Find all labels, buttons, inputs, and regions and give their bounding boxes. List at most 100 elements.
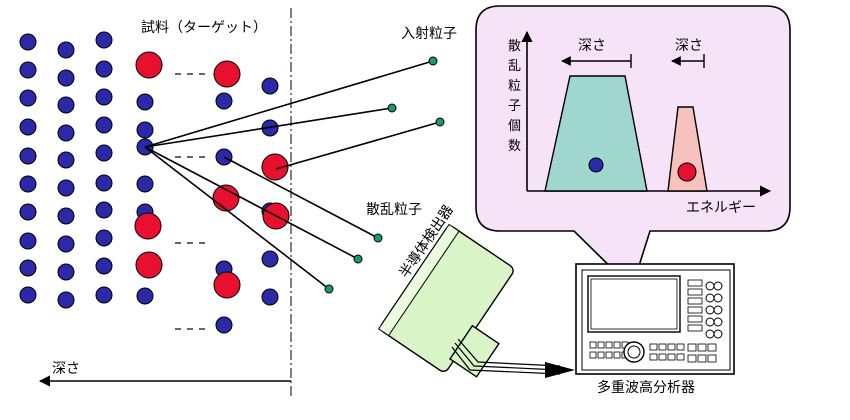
peak-red-atom [677, 162, 697, 182]
peak-blue-element [544, 75, 648, 192]
blue-atom [57, 291, 75, 309]
lattice-ellipsis [175, 73, 205, 330]
blue-atom [19, 61, 37, 79]
analyzer-knob [705, 281, 715, 291]
red-atom [261, 153, 289, 181]
analyzer-button [687, 315, 703, 323]
energy-label: エネルギー [686, 200, 756, 216]
analyzer-button [707, 343, 717, 352]
analyzer-button [605, 351, 613, 359]
analyzer-button [597, 341, 605, 349]
analyzer-button [687, 354, 697, 363]
ylabel-char: 散 [508, 39, 521, 54]
analyzer-knob [713, 305, 723, 315]
depth-label-a: 深さ [578, 38, 606, 54]
red-atom [134, 212, 162, 240]
analyzer-knobs [589, 279, 723, 363]
multichannel-analyzer [575, 263, 735, 375]
analyzer-button [687, 343, 697, 352]
particle-dot [428, 56, 438, 66]
red-atom [135, 251, 163, 279]
analyzer-button [667, 343, 676, 351]
blue-atom [19, 118, 37, 136]
particles [324, 56, 445, 294]
blue-atom [19, 33, 37, 51]
blue-atom [57, 41, 75, 59]
analyzer-button [649, 353, 658, 361]
blue-atom [95, 116, 113, 134]
ylabel-char: 子 [508, 99, 521, 114]
peak-blue-atom [588, 157, 604, 173]
analyzer-knob [705, 329, 715, 339]
particle-dot [353, 254, 363, 264]
blue-atom [136, 175, 154, 193]
blue-atom [57, 96, 75, 114]
cable-arrow-icon [545, 362, 575, 378]
blue-atom [95, 60, 113, 78]
blue-atom [95, 286, 113, 304]
blue-atom [19, 232, 37, 250]
red-atom [213, 271, 241, 299]
blue-atom [261, 250, 279, 268]
blue-atom [95, 144, 113, 162]
blue-atom [136, 121, 154, 139]
blue-atom [19, 175, 37, 193]
analyzer-button [687, 306, 703, 314]
analyzer-button [597, 351, 605, 359]
blue-atom [57, 235, 75, 253]
analyzer-button [687, 279, 703, 287]
ylabel-char: 個 [508, 119, 521, 134]
analyzer-button [687, 297, 703, 305]
analyzer-knob [713, 329, 723, 339]
particle-dot [324, 284, 334, 294]
detector-cable [451, 338, 561, 375]
blue-atom [95, 31, 113, 49]
analyzer-button [687, 288, 703, 296]
analyzer-button [687, 324, 703, 332]
ylabel-char: 数 [508, 139, 521, 154]
particle-dot [387, 103, 397, 113]
blue-atom [57, 69, 75, 87]
analyzer-button [613, 351, 621, 359]
target-label: 試料（ターゲット） [141, 20, 267, 36]
blue-atom [95, 174, 113, 192]
blue-atom [261, 77, 279, 95]
analyzer-knob [713, 317, 723, 327]
blue-atom [95, 257, 113, 275]
analyzer-label: 多重波高分析器 [597, 379, 695, 396]
blue-atom [19, 259, 37, 277]
blue-atom [95, 201, 113, 219]
analyzer-button [697, 354, 707, 363]
blue-atom [57, 179, 75, 197]
analyzer-button [589, 341, 597, 349]
depth-label-bottom: 深さ [52, 361, 80, 377]
blue-atom [19, 147, 37, 165]
blue-atom [19, 286, 37, 304]
blue-atom [19, 89, 37, 107]
incident-particle-label: 入射粒子 [401, 26, 457, 42]
analyzer-button [649, 343, 658, 351]
analyzer-button [676, 353, 685, 361]
analyzer-button [658, 353, 667, 361]
scattered-particle-label: 散乱粒子 [366, 202, 422, 218]
analyzer-button [589, 351, 597, 359]
blue-atom [95, 229, 113, 247]
depth-label-b: 深さ [675, 38, 703, 54]
ylabel-char: 粒 [508, 79, 521, 94]
blue-atom [57, 207, 75, 225]
analyzer-button [676, 343, 685, 351]
blue-atom [57, 124, 75, 142]
red-atom [213, 60, 241, 88]
particle-dot [373, 233, 383, 243]
blue-atom [136, 93, 154, 111]
blue-atom [95, 88, 113, 106]
blue-atom [57, 151, 75, 169]
blue-atom [215, 92, 233, 110]
particle-dot [435, 117, 445, 127]
analyzer-button [613, 341, 621, 349]
analyzer-button [667, 353, 676, 361]
analyzer-knob [713, 293, 723, 303]
analyzer-button [605, 341, 613, 349]
analyzer-knob [713, 281, 723, 291]
